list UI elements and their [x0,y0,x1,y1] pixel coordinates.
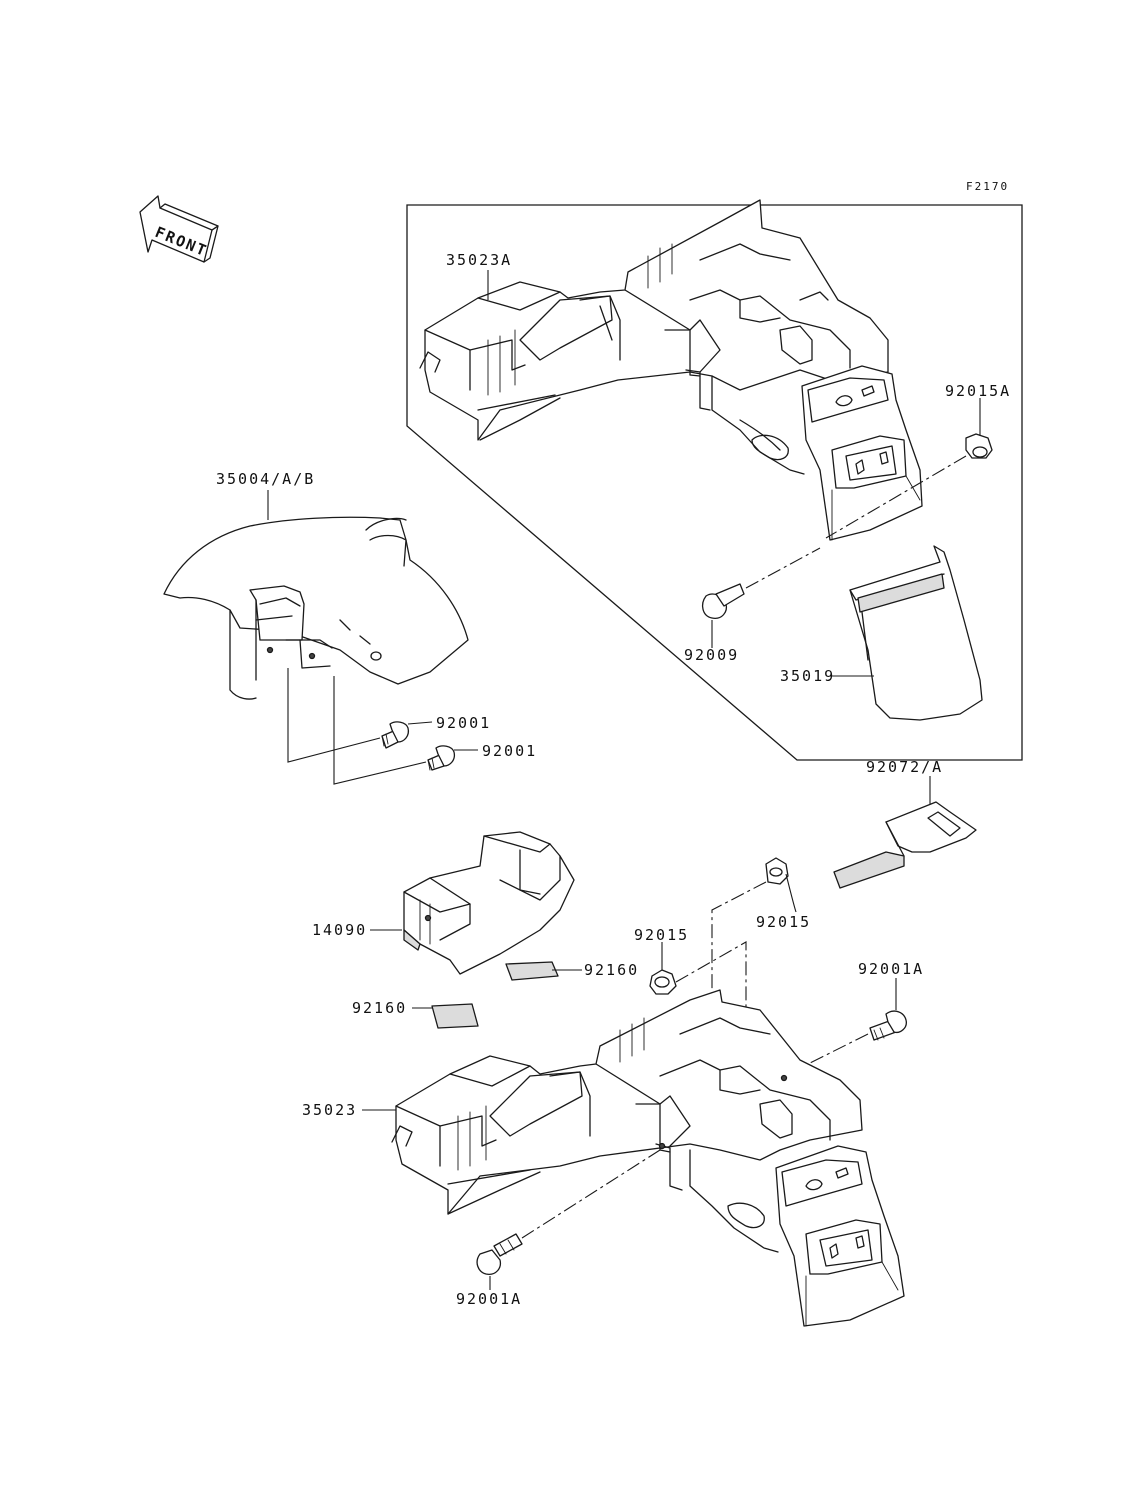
label-35004AB: 35004/A/B [216,470,315,488]
label-92001A-right: 92001A [858,960,924,978]
label-92015A: 92015A [945,382,1011,400]
pad-92160-left: 92160 [352,999,479,1029]
label-92160-left: 92160 [352,999,407,1017]
front-arrow-icon: FRONT [139,195,219,263]
rear-fender-lower: 35023 [302,989,905,1327]
front-fender-35004: 35004/A/B [163,470,469,785]
label-35023A: 35023A [446,251,512,269]
flap-35019: 35019 [780,545,983,721]
inset-frame [406,204,1023,761]
nut-92015A: 92015A [825,382,1011,539]
rear-fender-upper: 35023A [419,199,923,541]
strap-92072A: 92072/A [833,758,977,889]
bolt-92001-a: 92001 [381,714,491,749]
label-92160-right: 92160 [584,961,639,979]
bolt-92001A-bottom: 92001A [456,1149,661,1308]
label-92001-a: 92001 [436,714,491,732]
label-92072A: 92072/A [866,758,943,776]
nut-92015-right: 92015 [711,857,811,1130]
label-92001-b: 92001 [482,742,537,760]
label-35019: 35019 [780,667,835,685]
label-92009: 92009 [684,646,739,664]
bolt-92001A-right: 92001A [783,960,924,1077]
label-92015-left: 92015 [634,926,689,944]
label-92001A-bottom: 92001A [456,1290,522,1308]
battery-case-14090: 14090 [312,831,575,975]
pad-92160-right: 92160 [505,961,639,981]
label-35023: 35023 [302,1101,357,1119]
label-92015-right: 92015 [756,913,811,931]
bolt-92001-b: 92001 [427,742,537,771]
screw-92009: 92009 [684,547,821,664]
figure-code: F2170 [966,180,1009,193]
label-14090: 14090 [312,921,367,939]
